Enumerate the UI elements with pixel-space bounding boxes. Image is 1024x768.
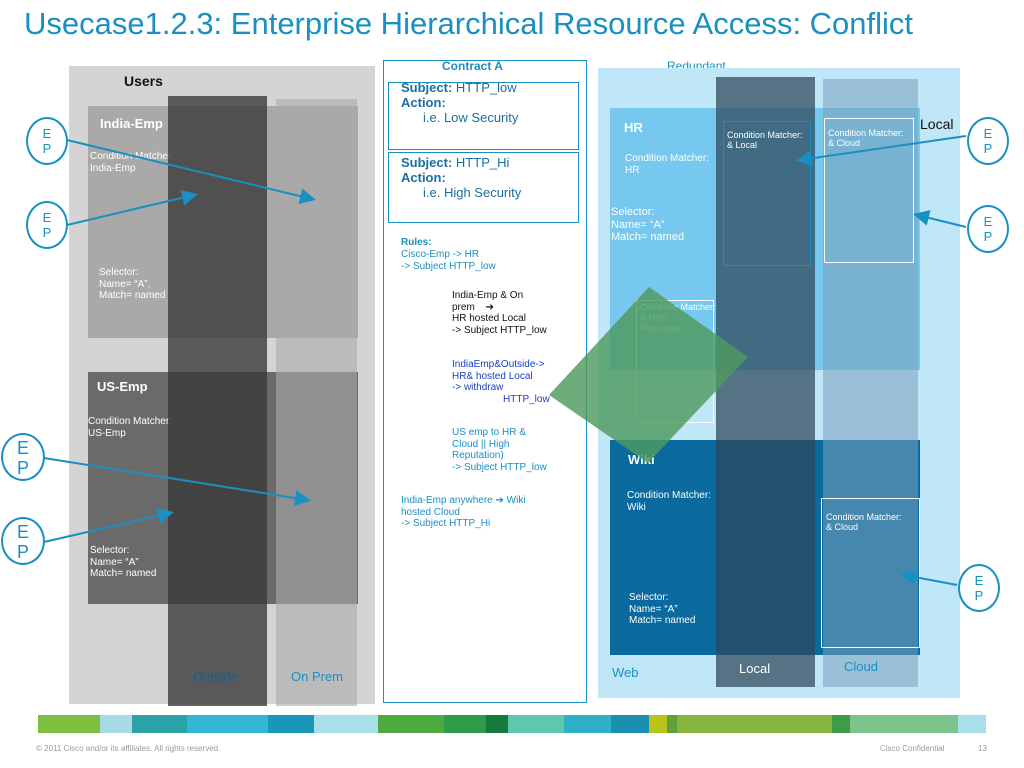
cloud-bottom-label: Cloud: [844, 659, 878, 674]
rules-label: Rules:: [401, 237, 432, 248]
rule-5: India-Emp anywhere ➔ Wiki hosted Cloud -…: [401, 495, 526, 529]
ep-arrow-3: [43, 457, 311, 507]
local-column: [716, 77, 815, 687]
us-emp-selector: Selector:Name= “A”Match= named: [90, 545, 157, 579]
arrow-right-icon: ➔: [495, 495, 504, 506]
outside-label: Outside: [193, 669, 238, 684]
ep-arrow-2: [66, 189, 198, 226]
subject-hi-box: [388, 152, 579, 223]
rule-1: Cisco-Emp -> HR-> Subject HTTP_low: [401, 249, 496, 272]
india-emp-selector: Selector:Name= “A”,Match= named: [99, 267, 166, 301]
ep-arrow-4: [43, 507, 174, 543]
rule-2: India-Emp & On prem ➔ HR hosted Local ->…: [452, 290, 547, 336]
page-title: Usecase1.2.3: Enterprise Hierarchical Re…: [24, 6, 914, 41]
ep-arrow-6: [913, 210, 967, 228]
hr-label: HR: [624, 120, 643, 135]
footer-stripe: [38, 715, 986, 733]
wiki-cloud-condition-text: Condition Matcher: & Cloud: [826, 512, 902, 533]
cloud-condition-box: [824, 118, 914, 263]
ep-arrow-7: [900, 569, 958, 586]
subject-hi-text: Subject: HTTP_Hi Action: i.e. High Secur…: [401, 155, 522, 200]
web-label: Web: [612, 665, 639, 680]
wiki-selector: Selector: Name= “A”Match= named: [629, 592, 696, 626]
wiki-cloud-condition-box: [821, 498, 920, 648]
footer-confidential: Cisco Confidential: [880, 744, 945, 753]
ep-arrow-5: [796, 135, 967, 167]
hr-selector: Selector: Name= “A”Match= named: [611, 206, 685, 244]
conflict-diamond: [549, 287, 748, 463]
onprem-column: [276, 99, 357, 706]
ep-arrow-1: [66, 139, 316, 204]
hr-condition: Condition Matcher: HR: [625, 153, 709, 176]
footer-copyright: © 2011 Cisco and/or its affiliates. All …: [36, 744, 221, 753]
us-emp-label: US-Emp: [97, 379, 148, 394]
local-condition-box: [723, 121, 811, 266]
contract-panel: [383, 60, 587, 703]
users-heading: Users: [124, 73, 163, 89]
subject-low-text: Subject: HTTP_low Action: i.e. Low Secur…: [401, 80, 519, 125]
subject-low-box: [388, 82, 579, 150]
arrow-right-icon: ➔: [485, 301, 494, 313]
rule-4: US emp to HR & Cloud || High Reputation)…: [452, 427, 547, 473]
contract-title: Contract A: [442, 59, 503, 73]
cloud-column: [823, 79, 918, 687]
cloud-condition-text: Condition Matcher:& Cloud: [828, 128, 904, 149]
us-emp-condition: Condition Matcher:US-Emp: [88, 416, 172, 439]
local-top-label: Local: [920, 116, 954, 132]
onprem-label: On Prem: [291, 669, 344, 684]
page-number: 13: [978, 744, 987, 753]
rule-3: IndiaEmp&Outside-> HR& hosted Local -> w…: [452, 359, 550, 405]
india-emp-label: India-Emp: [100, 116, 163, 131]
local-bottom-label: Local: [739, 661, 771, 676]
wiki-condition: Condition Matcher: Wiki: [627, 490, 711, 513]
local-condition-text: Condition Matcher: & Local: [727, 130, 803, 151]
